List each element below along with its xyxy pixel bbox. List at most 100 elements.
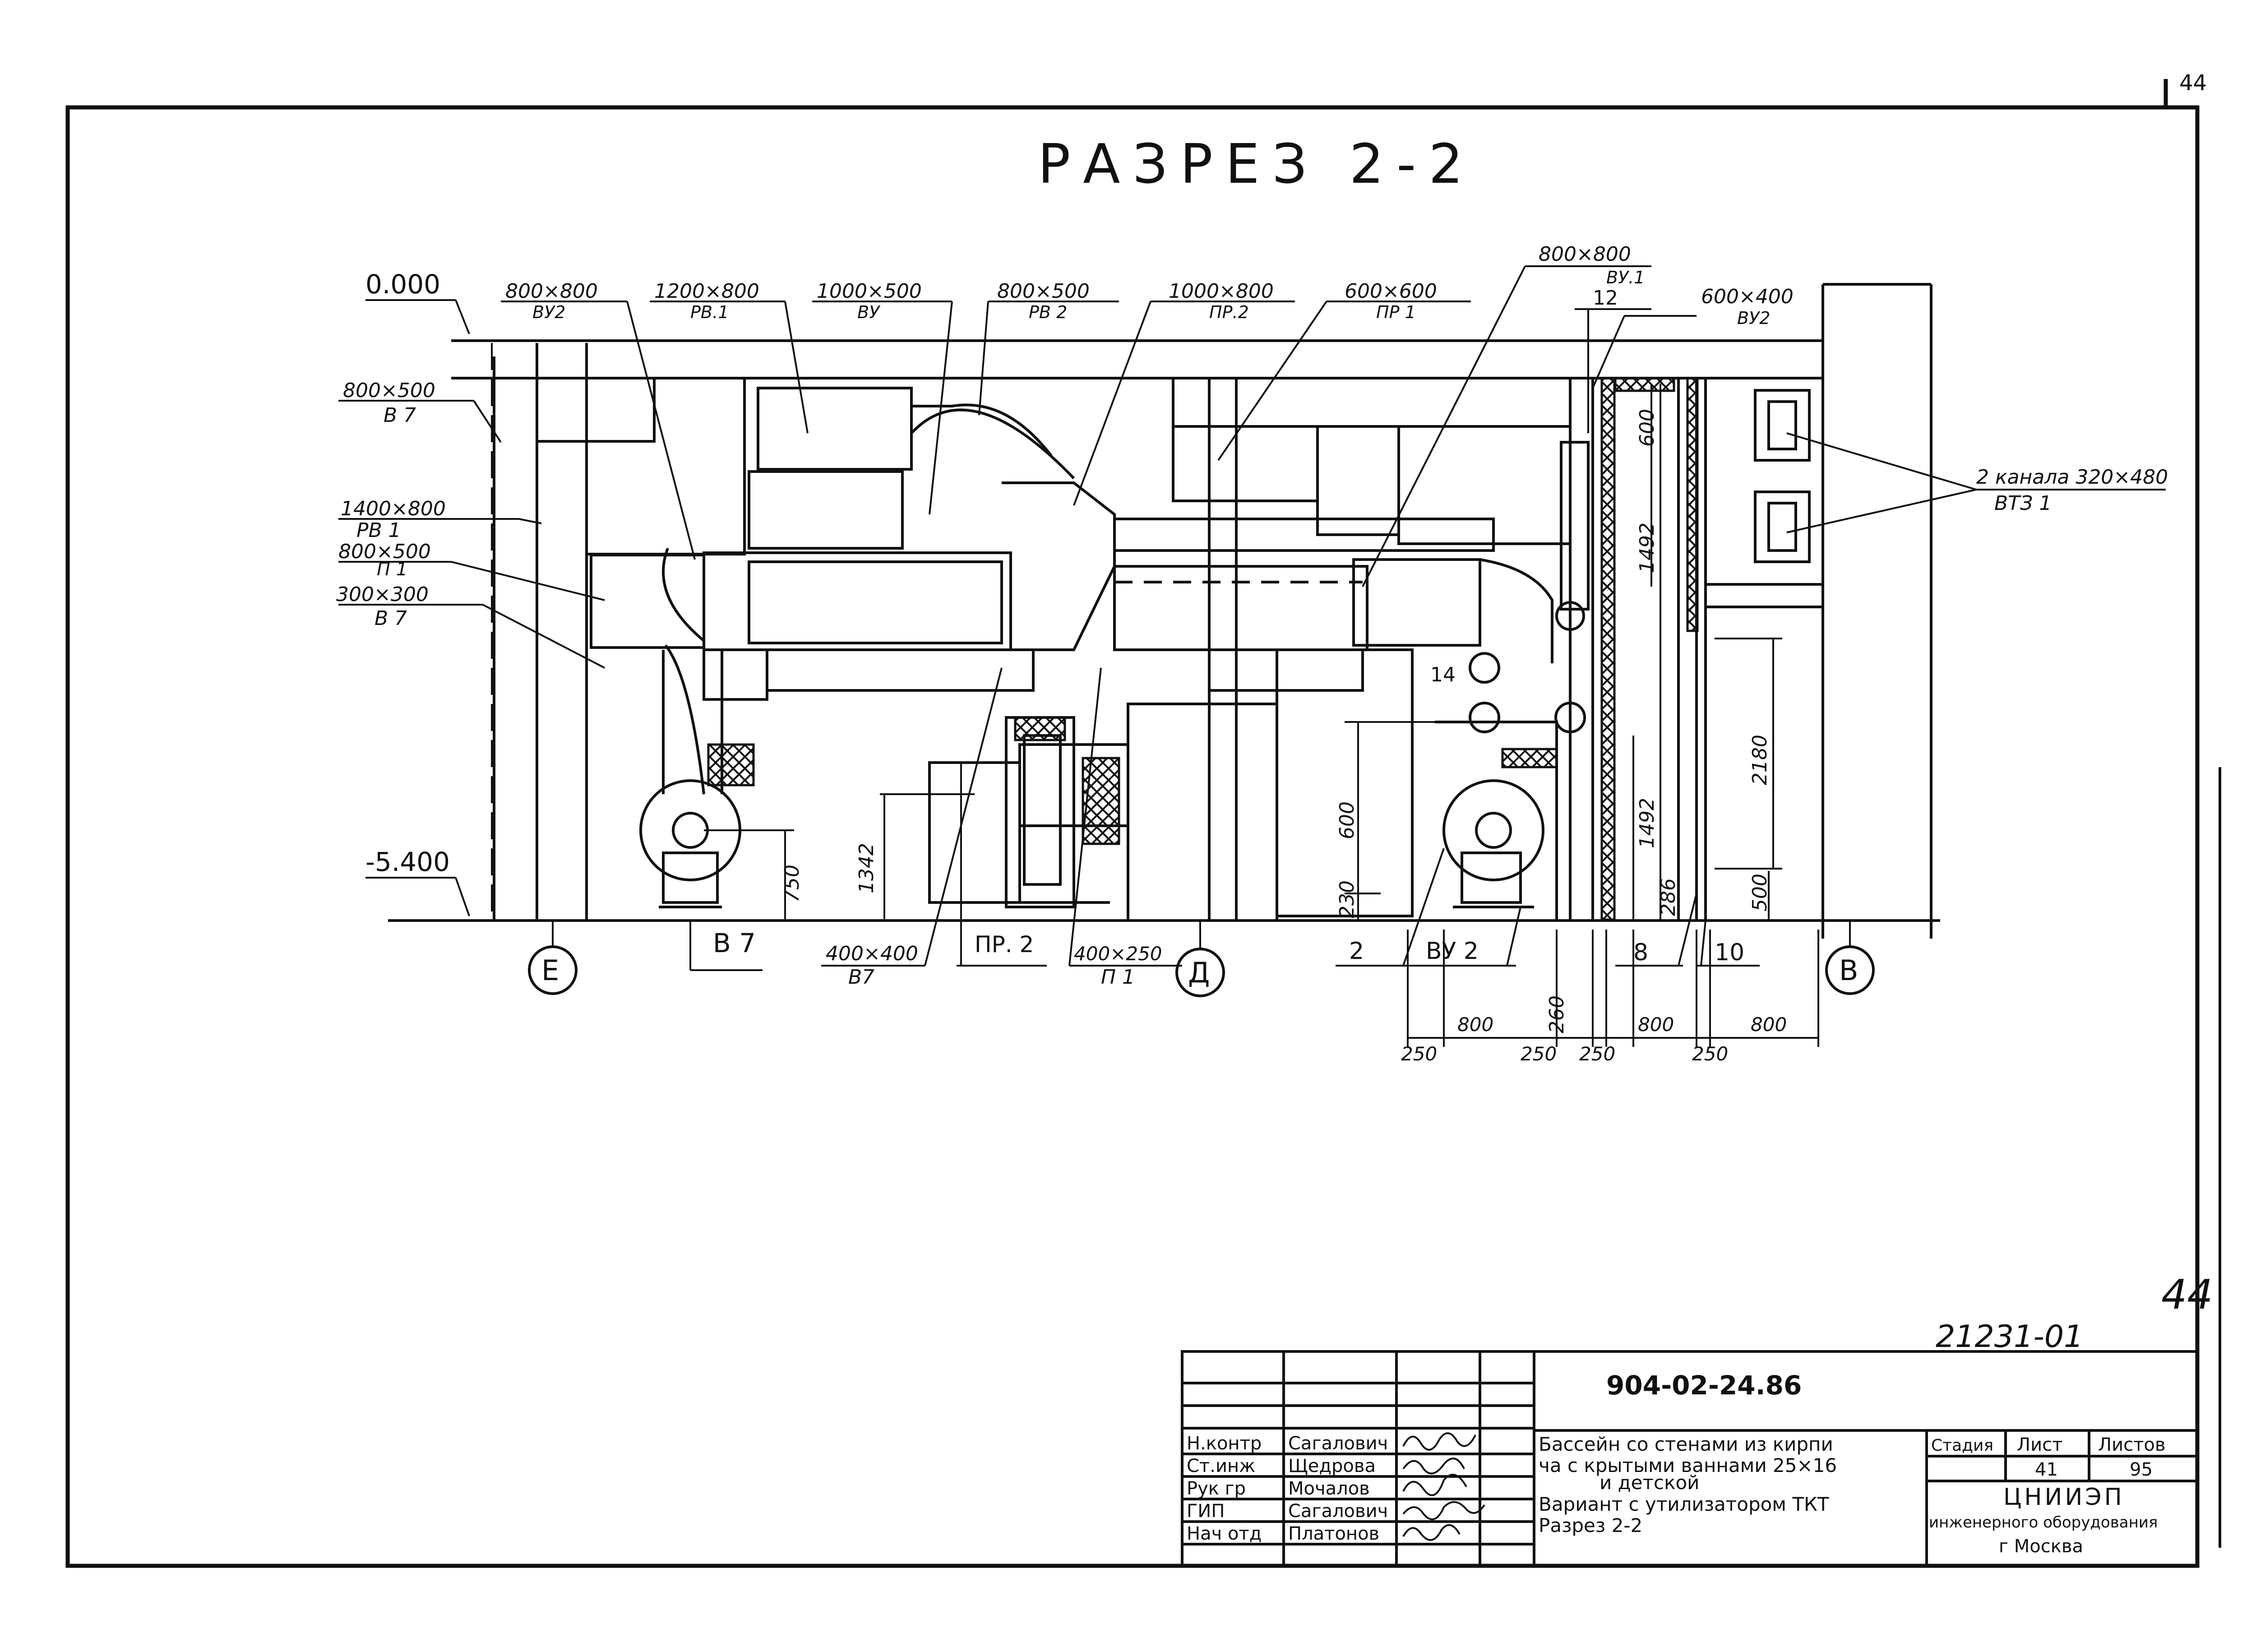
top-label-size: 800×800 <box>505 280 598 303</box>
svg-text:2180: 2180 <box>1748 735 1771 785</box>
left-label-code: В 7 <box>374 607 407 630</box>
svg-text:ча с крытыми ваннами 25×16: ча с крытыми ваннами 25×16 <box>1539 1454 1837 1476</box>
left-label-size: 800×500 <box>338 540 431 563</box>
dimension-chain: 250 800 250 250 800 250 800 <box>1401 1013 1787 1065</box>
svg-text:Рук гр: Рук гр <box>1187 1478 1246 1499</box>
svg-text:250: 250 <box>1521 1043 1557 1065</box>
bottom-label-8: 8 <box>1633 939 1648 966</box>
svg-text:260: 260 <box>1545 995 1568 1033</box>
svg-text:500: 500 <box>1748 874 1771 912</box>
insulation-strip <box>1686 377 1699 632</box>
axis-bubbles <box>528 945 1875 997</box>
top-label-code: РВ.1 <box>690 302 729 322</box>
svg-text:Ст.инж: Ст.инж <box>1187 1456 1255 1476</box>
axis-label-d: Д <box>1188 956 1210 989</box>
top-label-code: ВУ.1 <box>1606 268 1645 287</box>
svg-text:600: 600 <box>1336 801 1359 839</box>
left-label-code: П 1 <box>377 559 407 580</box>
svg-text:250: 250 <box>1579 1043 1615 1065</box>
sheets-value: 95 <box>2130 1459 2153 1480</box>
dimension-texts: 750 1342 600 230 1492 1492 600 2180 286 … <box>781 409 1771 1033</box>
svg-text:800: 800 <box>1457 1013 1493 1036</box>
bottom-label-10: 10 <box>1715 939 1744 966</box>
top-label-size: 600×600 <box>1345 280 1437 303</box>
corner-mark: 44 <box>2179 70 2207 96</box>
svg-text:1342: 1342 <box>855 843 878 893</box>
top-label-size: 1200×800 <box>654 280 759 303</box>
top-label-code: ПР 1 <box>1376 302 1416 322</box>
top-label-size: 600×400 <box>1701 285 1794 308</box>
bottom-label-2: 2 <box>1349 938 1364 965</box>
svg-text:250: 250 <box>1692 1043 1728 1065</box>
bottom-label-v7-code: В7 <box>848 966 874 989</box>
signature-names: Сагалович Щедрова Мочалов Сагалович Плат… <box>1288 1433 1388 1544</box>
insulation-strip <box>1614 377 1675 392</box>
bottom-label-p1-code: П 1 <box>1101 966 1135 989</box>
inventory-number: 21231-01 <box>1936 1319 2083 1355</box>
stage-header: Стадия <box>1931 1436 1993 1455</box>
svg-text:Щедрова: Щедрова <box>1288 1456 1376 1476</box>
right-label-size: 2 канала 320×480 <box>1976 466 2168 489</box>
svg-text:Вариант с утилизатором ТКТ: Вариант с утилизатором ТКТ <box>1539 1493 1829 1515</box>
svg-text:Нач отд: Нач отд <box>1187 1523 1262 1544</box>
axis-label-v: В <box>1839 954 1858 987</box>
sheet-header: Лист <box>2017 1435 2062 1455</box>
top-labels: 800×800 ВУ2 1200×800 РВ.1 1000×500 ВУ 80… <box>505 243 1794 328</box>
doc-code: 904-02-24.86 <box>1606 1370 1802 1401</box>
top-label-code: ПР.2 <box>1209 302 1249 322</box>
leader-lines <box>338 265 2166 1047</box>
top-label-size: 800×800 <box>1539 243 1631 266</box>
top-label-code: ВУ2 <box>1737 308 1770 328</box>
left-label-code: В 7 <box>384 404 416 427</box>
bottom-label-pr2: ПР. 2 <box>975 931 1034 958</box>
top-label-code: РВ 2 <box>1029 302 1067 322</box>
org-name: ЦНИИЭП <box>2003 1484 2125 1511</box>
insulation-strip <box>1600 377 1616 921</box>
svg-text:1492: 1492 <box>1636 798 1659 848</box>
number-14: 14 <box>1430 663 1456 686</box>
flex-connector <box>707 743 755 787</box>
left-label-code: РВ 1 <box>356 519 401 542</box>
flex-connector <box>1014 716 1066 741</box>
bottom-label-v7-size: 400×400 <box>826 942 918 965</box>
project-description: Бассейн со стенами из кирпи ча с крытыми… <box>1539 1433 1837 1536</box>
svg-text:Разрез 2-2: Разрез 2-2 <box>1539 1514 1642 1536</box>
signature-roles: Н.контр Ст.инж Рук гр ГИП Нач отд <box>1187 1433 1262 1544</box>
left-label-size: 1400×800 <box>341 497 446 520</box>
axis-label-e: Е <box>541 954 559 987</box>
top-label-size: 1000×500 <box>817 280 922 303</box>
svg-text:Сагалович: Сагалович <box>1288 1501 1388 1522</box>
top-label-code: ВУ <box>857 302 881 322</box>
svg-text:Н.контр: Н.контр <box>1187 1433 1262 1454</box>
left-label-size: 300×300 <box>336 583 429 606</box>
level-bottom: -5.400 <box>365 847 450 877</box>
signature-marks <box>1402 1432 1485 1541</box>
bottom-label-p1-size: 400×250 <box>1074 943 1162 965</box>
flex-connector <box>1082 757 1120 845</box>
right-label-code: ВТЗ 1 <box>1994 492 2052 515</box>
svg-text:286: 286 <box>1657 878 1680 916</box>
bottom-label-b7: В 7 <box>713 928 756 958</box>
svg-text:и детской: и детской <box>1600 1472 1699 1494</box>
title-block <box>1181 1350 2199 1567</box>
handwritten-page-number: 44 <box>2161 1271 2213 1319</box>
sheets-header: Листов <box>2098 1435 2165 1455</box>
svg-text:600: 600 <box>1636 409 1659 447</box>
number-12: 12 <box>1593 287 1618 310</box>
svg-text:230: 230 <box>1336 880 1359 918</box>
left-labels: 800×500 В 7 1400×800 РВ 1 800×500 П 1 30… <box>336 379 446 630</box>
level-top: 0.000 <box>365 269 440 300</box>
org-line3: г Москва <box>1999 1536 2083 1557</box>
svg-text:Мочалов: Мочалов <box>1288 1478 1370 1499</box>
svg-text:ГИП: ГИП <box>1187 1501 1225 1522</box>
svg-text:Платонов: Платонов <box>1288 1523 1379 1544</box>
svg-text:750: 750 <box>781 865 804 902</box>
svg-text:Сагалович: Сагалович <box>1288 1433 1388 1454</box>
bottom-label-vu2: ВУ 2 <box>1426 938 1479 965</box>
top-label-code: ВУ2 <box>532 302 565 322</box>
bottom-labels: В 7 400×400 В7 ПР. 2 400×250 П 1 2 ВУ 2 … <box>713 928 1744 989</box>
svg-text:Бассейн со стенами из кирпи: Бассейн со стенами из кирпи <box>1539 1433 1833 1455</box>
sheet-value: 41 <box>2035 1459 2058 1480</box>
org-line2: инженерного оборудования <box>1929 1513 2158 1532</box>
